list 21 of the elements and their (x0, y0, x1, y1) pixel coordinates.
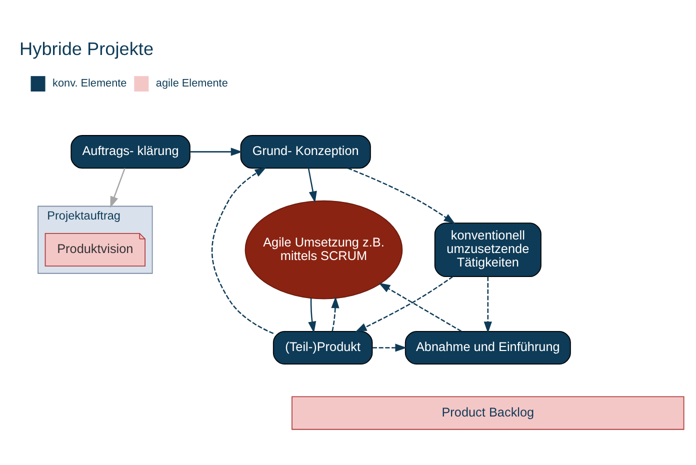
node-box: konventionell umzusetzende Tätigkeiten (434, 222, 542, 276)
arrow (372, 343, 407, 352)
arrow (308, 298, 316, 333)
arrow (211, 166, 274, 334)
node-box: Product Backlog (292, 396, 684, 430)
arrow (484, 276, 492, 333)
node-box: Abnahme und Einführung (404, 330, 571, 364)
arrow (331, 296, 340, 331)
arrow (110, 167, 126, 208)
arrow (355, 276, 454, 332)
arrow (190, 147, 243, 156)
diagram-title: Hybride Projekte (20, 38, 154, 58)
node-ellipse: Agile Umsetzung z.B. mittels SCRUM (244, 200, 403, 299)
arrow (308, 168, 317, 202)
arrow (348, 167, 456, 224)
legend-label: konv. Elemente (52, 77, 127, 90)
node-box: (Teil-)Produkt (272, 330, 373, 364)
node-box: Auftrags- klärung (70, 134, 190, 168)
legend-label: agile Elemente (156, 77, 228, 90)
arrow (378, 282, 462, 332)
node-box: Grund- Konzeption (240, 134, 371, 168)
